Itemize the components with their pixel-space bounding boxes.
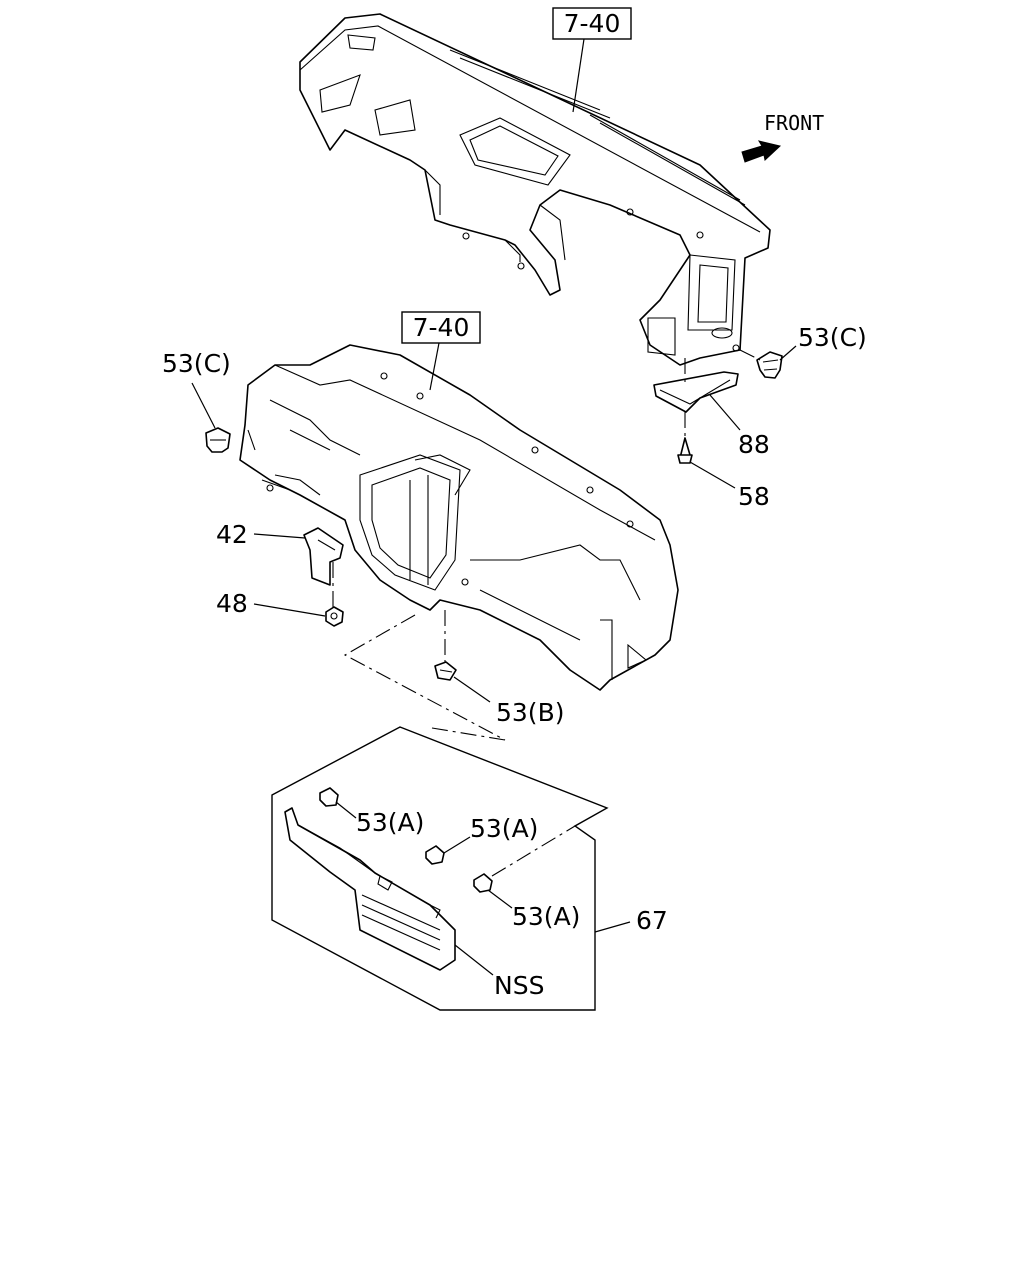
label-67: 67 — [636, 906, 668, 935]
glove-box-assembly: 53(A) 53(A) 53(A) 67 NSS — [271, 726, 668, 1011]
front-arrow-icon — [741, 140, 782, 163]
reference-box-mid: 7-40 — [401, 311, 481, 391]
label-88: 88 — [738, 430, 770, 459]
label-48: 48 — [216, 589, 248, 618]
clip-53a-3-icon — [473, 873, 493, 893]
cross-car-beam-assembly — [239, 344, 679, 691]
label-53a-3: 53(A) — [512, 902, 580, 931]
label-53a-2: 53(A) — [470, 814, 538, 843]
label-nss: NSS — [494, 971, 544, 1000]
reference-box-top: 7-40 — [552, 7, 632, 113]
reference-label-mid: 7-40 — [413, 313, 470, 342]
clip-53b: 53(B) — [434, 610, 564, 727]
bracket-42: 42 — [216, 520, 344, 608]
bracket-88: 88 — [653, 358, 770, 459]
label-42: 42 — [216, 520, 248, 549]
front-direction-indicator: FRONT — [741, 111, 824, 163]
screw-58: 58 — [677, 412, 770, 511]
clip-53a-1-icon — [319, 787, 339, 807]
clip-53a-2-icon — [425, 845, 445, 865]
clip-53c-left: 53(C) — [162, 349, 231, 453]
label-53b: 53(B) — [496, 698, 564, 727]
label-53c-left: 53(C) — [162, 349, 231, 378]
instrument-panel-assembly — [299, 13, 771, 366]
assembly-callout-frame — [343, 614, 506, 741]
nut-48: 48 — [216, 589, 344, 627]
label-58: 58 — [738, 482, 770, 511]
reference-label-top: 7-40 — [564, 9, 621, 38]
label-53a-1: 53(A) — [356, 808, 424, 837]
clip-53c-right: 53(C) — [739, 323, 867, 379]
label-53c-right: 53(C) — [798, 323, 867, 352]
front-label: FRONT — [764, 111, 824, 135]
